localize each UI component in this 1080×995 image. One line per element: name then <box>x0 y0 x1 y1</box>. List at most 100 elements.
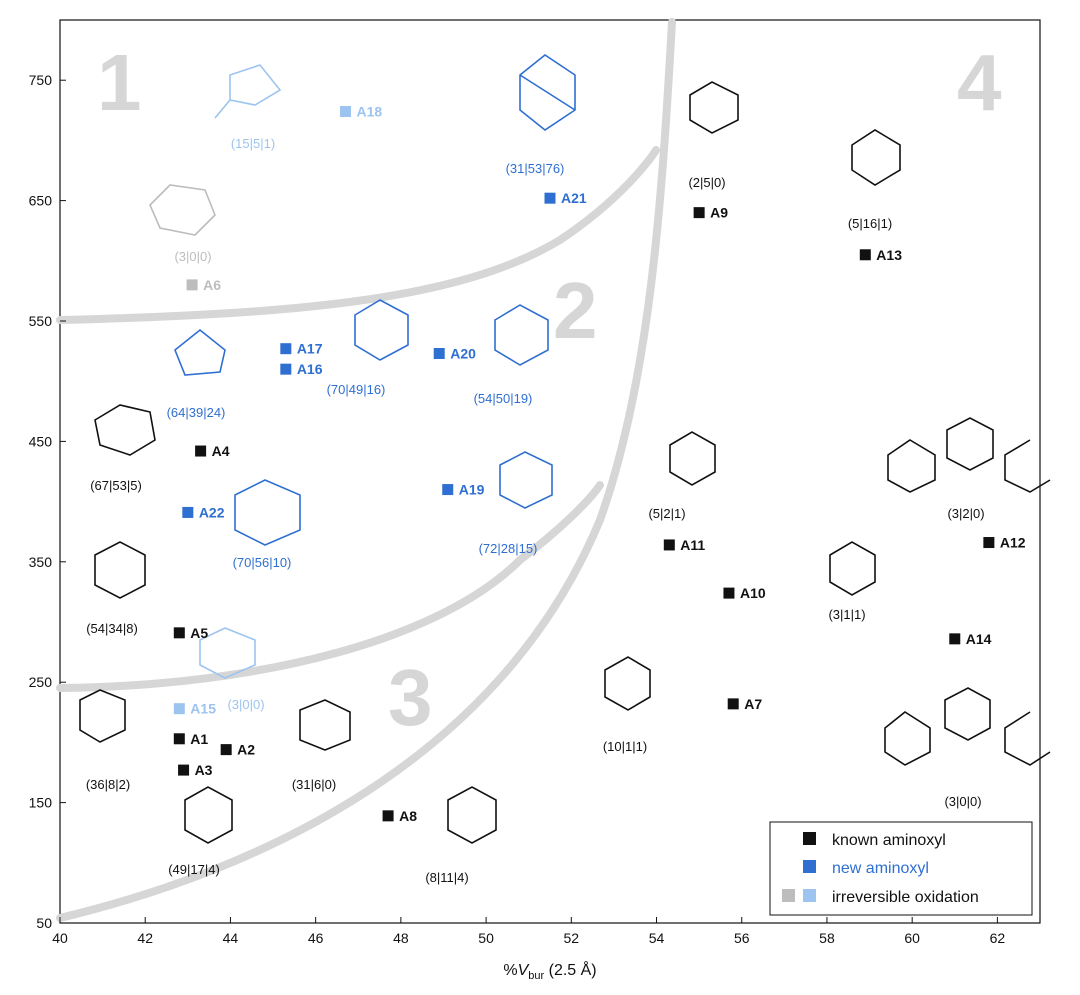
region-boundary-curve-upper <box>56 146 660 324</box>
legend-swatch-known <box>803 832 816 845</box>
point-a16 <box>280 363 292 375</box>
point-label-a18: A18 <box>356 104 382 120</box>
compound-label-14: (49|17|4) <box>168 862 220 877</box>
compound-label-20: (3|1|1) <box>828 607 865 622</box>
y-tick-label-150: 150 <box>29 795 53 811</box>
point-a14 <box>949 633 961 645</box>
point-a20 <box>433 348 445 360</box>
molecule-sketch-a7 <box>604 656 651 711</box>
compound-label-9: (72|28|15) <box>479 541 538 556</box>
legend-swatch-irreversible-gray <box>782 889 795 902</box>
point-a11 <box>663 539 675 551</box>
compound-label-5: (54|50|19) <box>474 391 533 406</box>
point-a15 <box>173 703 185 715</box>
compound-label-3: (64|39|24) <box>167 405 226 420</box>
molecule-sketch-a14 <box>884 687 1051 766</box>
molecule-sketch-a8 <box>447 786 497 844</box>
x-tick-label-62: 62 <box>990 930 1006 946</box>
point-label-a6: A6 <box>203 277 221 293</box>
point-a2 <box>220 744 232 756</box>
compound-label-12: (36|8|2) <box>86 777 130 792</box>
point-a7 <box>727 698 739 710</box>
molecule-sketch-a6 <box>149 184 216 236</box>
point-a17 <box>280 343 292 355</box>
compound-label-7: (67|53|5) <box>90 478 142 493</box>
legend-label-irreversible: irreversible oxidation <box>832 889 979 906</box>
x-axis-title: %Vbur (2.5 Å) <box>503 960 596 982</box>
compound-data-labels: (15|5|1) (3|0|0) (64|39|24) (70|49|16) (54|5… <box>86 136 985 885</box>
molecule-sketch-a21 <box>519 54 576 131</box>
region-curves <box>56 18 676 922</box>
molecule-sketch-a19 <box>499 451 553 509</box>
point-label-a2: A2 <box>237 742 255 758</box>
point-a19 <box>442 484 454 496</box>
y-tick-label-450: 450 <box>29 433 53 449</box>
point-label-a5: A5 <box>190 625 208 641</box>
molecule-sketch-a3 <box>184 786 233 844</box>
compound-label-11: (3|0|0) <box>227 697 264 712</box>
point-label-a20: A20 <box>450 346 476 362</box>
point-label-a11: A11 <box>680 537 705 553</box>
x-tick-label-58: 58 <box>819 930 835 946</box>
point-a10 <box>723 587 735 599</box>
molecule-sketch-a1 <box>79 689 126 743</box>
point-label-a8: A8 <box>399 808 417 824</box>
y-tick-label-550: 550 <box>29 313 53 329</box>
point-label-a1: A1 <box>190 731 208 747</box>
compound-label-15: (8|11|4) <box>425 870 468 885</box>
point-label-a9: A9 <box>710 205 728 221</box>
compound-label-22: (3|0|0) <box>944 794 981 809</box>
molecule-sketch-a12 <box>887 417 1051 493</box>
region-label-3: 3 <box>388 653 433 742</box>
point-label-a22: A22 <box>199 504 225 520</box>
compound-label-8: (70|56|10) <box>233 555 292 570</box>
legend-swatch-new <box>803 860 816 873</box>
point-label-a21: A21 <box>561 190 587 206</box>
point-label-a19: A19 <box>459 482 485 498</box>
compound-label-17: (5|16|1) <box>848 216 892 231</box>
point-a6 <box>186 279 198 291</box>
molecule-sketch-a16 <box>174 328 226 376</box>
compound-label-16: (2|5|0) <box>688 175 725 190</box>
plot-frame <box>59 19 1041 924</box>
region-labels: 1 2 3 4 <box>97 38 1002 742</box>
x-tick-label-50: 50 <box>478 930 494 946</box>
region-boundary-curve-main <box>56 18 676 922</box>
y-tick-label-650: 650 <box>29 193 53 209</box>
molecule-sketch-a4 <box>94 404 156 456</box>
compound-label-10: (54|34|8) <box>86 621 138 636</box>
legend: known aminoxyl new aminoxyl irreversible… <box>769 821 1033 916</box>
compound-label-1: (15|5|1) <box>231 136 275 151</box>
point-label-a13: A13 <box>876 247 902 263</box>
point-a3 <box>178 764 190 776</box>
molecule-sketch-a5 <box>94 541 146 599</box>
molecule-sketch-a20 <box>494 304 549 366</box>
molecule-sketch-a2 <box>299 699 351 751</box>
x-tick-label-52: 52 <box>564 930 580 946</box>
point-label-a17: A17 <box>297 341 323 357</box>
point-a12 <box>983 537 995 549</box>
compound-label-2: (3|0|0) <box>174 249 211 264</box>
legend-label-new: new aminoxyl <box>832 860 929 877</box>
molecule-sketch-a22 <box>234 479 301 546</box>
point-label-a12: A12 <box>1000 535 1026 551</box>
compound-label-21: (10|1|1) <box>603 739 647 754</box>
y-tick-label-50: 50 <box>36 915 52 931</box>
compound-label-4: (70|49|16) <box>327 382 386 397</box>
x-tick-label-54: 54 <box>649 930 665 946</box>
molecule-sketch-a9 <box>689 81 739 134</box>
point-a1 <box>173 733 185 745</box>
molecule-sketches <box>79 54 1051 844</box>
x-tick-label-56: 56 <box>734 930 750 946</box>
point-label-a16: A16 <box>297 361 323 377</box>
region-boundary-curve-lower <box>56 481 604 692</box>
legend-label-known: known aminoxyl <box>832 832 946 849</box>
molecule-sketch-a15 <box>199 627 256 679</box>
x-tick-label-46: 46 <box>308 930 324 946</box>
compound-label-19: (3|2|0) <box>947 506 984 521</box>
compound-label-6: (31|53|76) <box>506 161 565 176</box>
point-label-a15: A15 <box>190 701 216 717</box>
point-a5 <box>173 627 185 639</box>
point-label-a3: A3 <box>195 762 213 778</box>
